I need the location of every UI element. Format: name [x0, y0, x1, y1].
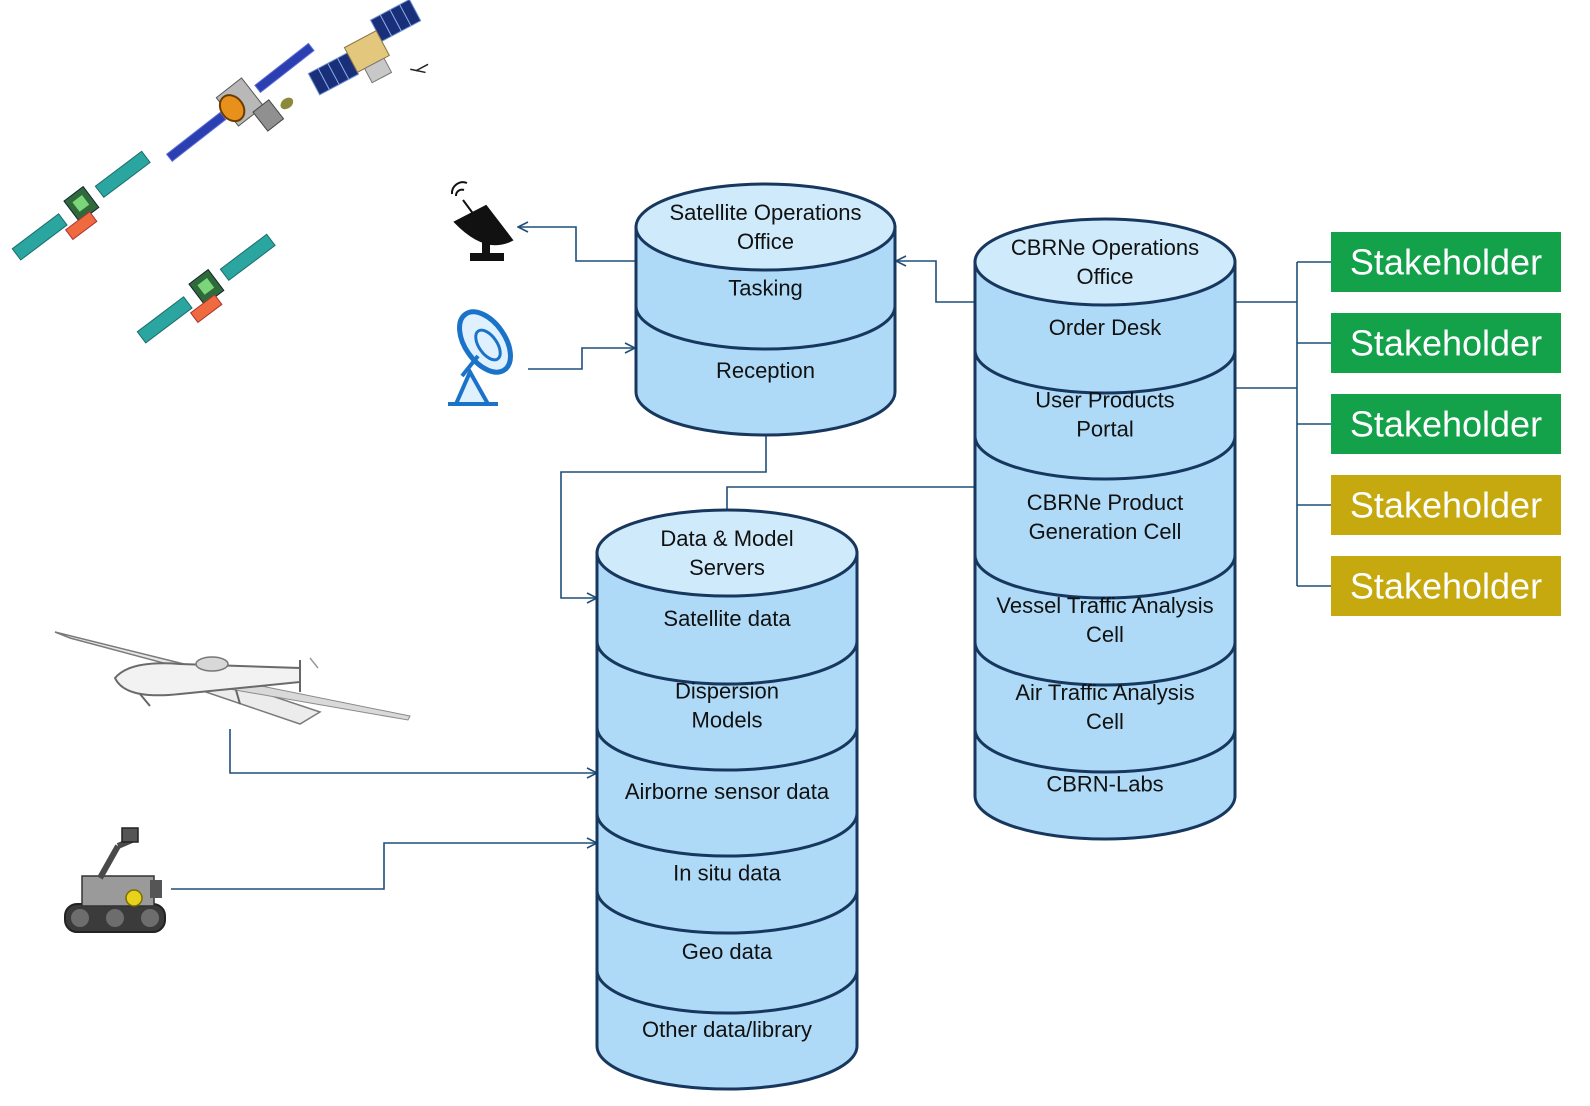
section-label-line-2: Models [692, 708, 763, 733]
stakeholder-box-fill [1331, 394, 1561, 454]
section-label-line-1: Air Traffic Analysis [1015, 680, 1194, 705]
ground-robot-icon [64, 827, 166, 933]
cylinder-top [973, 217, 1237, 307]
drone-icon [54, 631, 411, 725]
section-label: Tasking [728, 276, 803, 301]
cylinder-section-divider [595, 640, 859, 686]
stakeholder-label: Stakeholder [1350, 566, 1542, 607]
stakeholder-list: StakeholderStakeholderStakeholderStakeho… [1331, 232, 1561, 616]
cylinder-title-line-2: Office [1076, 264, 1133, 289]
receiving-antenna-icon [448, 309, 513, 406]
section-label-line-1: Vessel Traffic Analysis [996, 593, 1213, 618]
stakeholder-box-fill [1331, 313, 1561, 373]
cylinder-section-divider [973, 349, 1237, 395]
cylinder-section-divider [595, 726, 859, 772]
cylinder-section-divider [595, 969, 859, 1015]
stakeholder-label: Stakeholder [1350, 242, 1542, 283]
section-label: Order Desk [1049, 315, 1162, 340]
section-label: Airborne sensor data [625, 779, 830, 804]
satellite-icon [307, 0, 429, 96]
section-label: CBRN-Labs [1046, 772, 1163, 797]
cylinder-title-line-2: Servers [689, 555, 765, 580]
section-label: Geo data [682, 939, 773, 964]
stakeholder-box: Stakeholder [1331, 556, 1561, 616]
cylinder-title-line-1: Satellite Operations [670, 200, 862, 225]
section-cbrn-labs: CBRN-Labs [1046, 772, 1163, 797]
satellite-icon [165, 42, 315, 163]
stakeholder-box: Stakeholder [1331, 313, 1561, 373]
tasking-to-dish-connector [518, 227, 635, 262]
stakeholder-label: Stakeholder [1350, 323, 1542, 364]
section-label: Reception [716, 358, 815, 383]
stakeholder-box-fill [1331, 556, 1561, 616]
cylinder-body [973, 260, 1237, 841]
section-tasking: Tasking [728, 276, 803, 301]
section-label-line-1: User Products [1035, 388, 1174, 413]
section-label-line-2: Portal [1076, 417, 1133, 442]
drone-to-servers-connector [229, 729, 597, 773]
cylinder-section-divider [973, 435, 1237, 481]
cylinder-body [595, 551, 859, 1091]
section-label-line-2: Generation Cell [1029, 519, 1182, 544]
cylinder-section-divider [634, 305, 897, 351]
cylinder-section-divider [973, 728, 1237, 774]
stakeholder-label: Stakeholder [1350, 404, 1542, 445]
cylinder-top [634, 182, 897, 272]
stakeholder-box: Stakeholder [1331, 475, 1561, 535]
connectors [171, 227, 1331, 890]
stakeholder-box: Stakeholder [1331, 394, 1561, 454]
stakeholder-box-fill [1331, 232, 1561, 292]
section-label: Other data/library [642, 1017, 812, 1042]
section-label-line-2: Cell [1086, 622, 1124, 647]
cylinder-section-divider [595, 889, 859, 935]
satellite-icon [11, 150, 151, 261]
section-geo-data: Geo data [682, 939, 773, 964]
section-label-line-1: CBRNe Product [1027, 490, 1184, 515]
cylinder-section-divider [973, 641, 1237, 687]
section-reception: Reception [716, 358, 815, 383]
section-label-line-2: Cell [1086, 709, 1124, 734]
stakeholder-box-fill [1331, 475, 1561, 535]
cylinder-section-divider [595, 812, 859, 858]
section-label: Satellite data [663, 606, 791, 631]
satellite-operations-office-cylinder: Satellite OperationsOfficeTaskingRecepti… [634, 182, 897, 437]
cylinder-title-line-1: CBRNe Operations [1011, 235, 1199, 260]
cbrne-to-servers-connector [726, 486, 975, 512]
satellite-icon [136, 233, 276, 344]
antenna-to-reception-connector [528, 348, 635, 370]
section-other-data-library: Other data/library [642, 1017, 812, 1042]
cylinder-top [595, 508, 859, 598]
cylinder-title-line-1: Data & Model [660, 526, 793, 551]
satellite-dish-icon [450, 181, 514, 261]
stakeholder-label: Stakeholder [1350, 485, 1542, 526]
section-in-situ-data: In situ data [673, 861, 781, 886]
stakeholder-box: Stakeholder [1331, 232, 1561, 292]
cbrne-to-satops-connector [896, 261, 975, 303]
cylinder-body [634, 225, 897, 437]
section-label: In situ data [673, 861, 781, 886]
section-order-desk: Order Desk [1049, 315, 1162, 340]
cylinder-title-line-2: Office [737, 229, 794, 254]
section-label-line-1: Dispersion [675, 679, 779, 704]
reception-to-servers-connector [560, 433, 767, 598]
section-airborne-sensor-data: Airborne sensor data [625, 779, 830, 804]
cylinder-section-divider [973, 554, 1237, 600]
robot-to-servers-connector [171, 843, 597, 890]
section-satellite-data: Satellite data [663, 606, 791, 631]
